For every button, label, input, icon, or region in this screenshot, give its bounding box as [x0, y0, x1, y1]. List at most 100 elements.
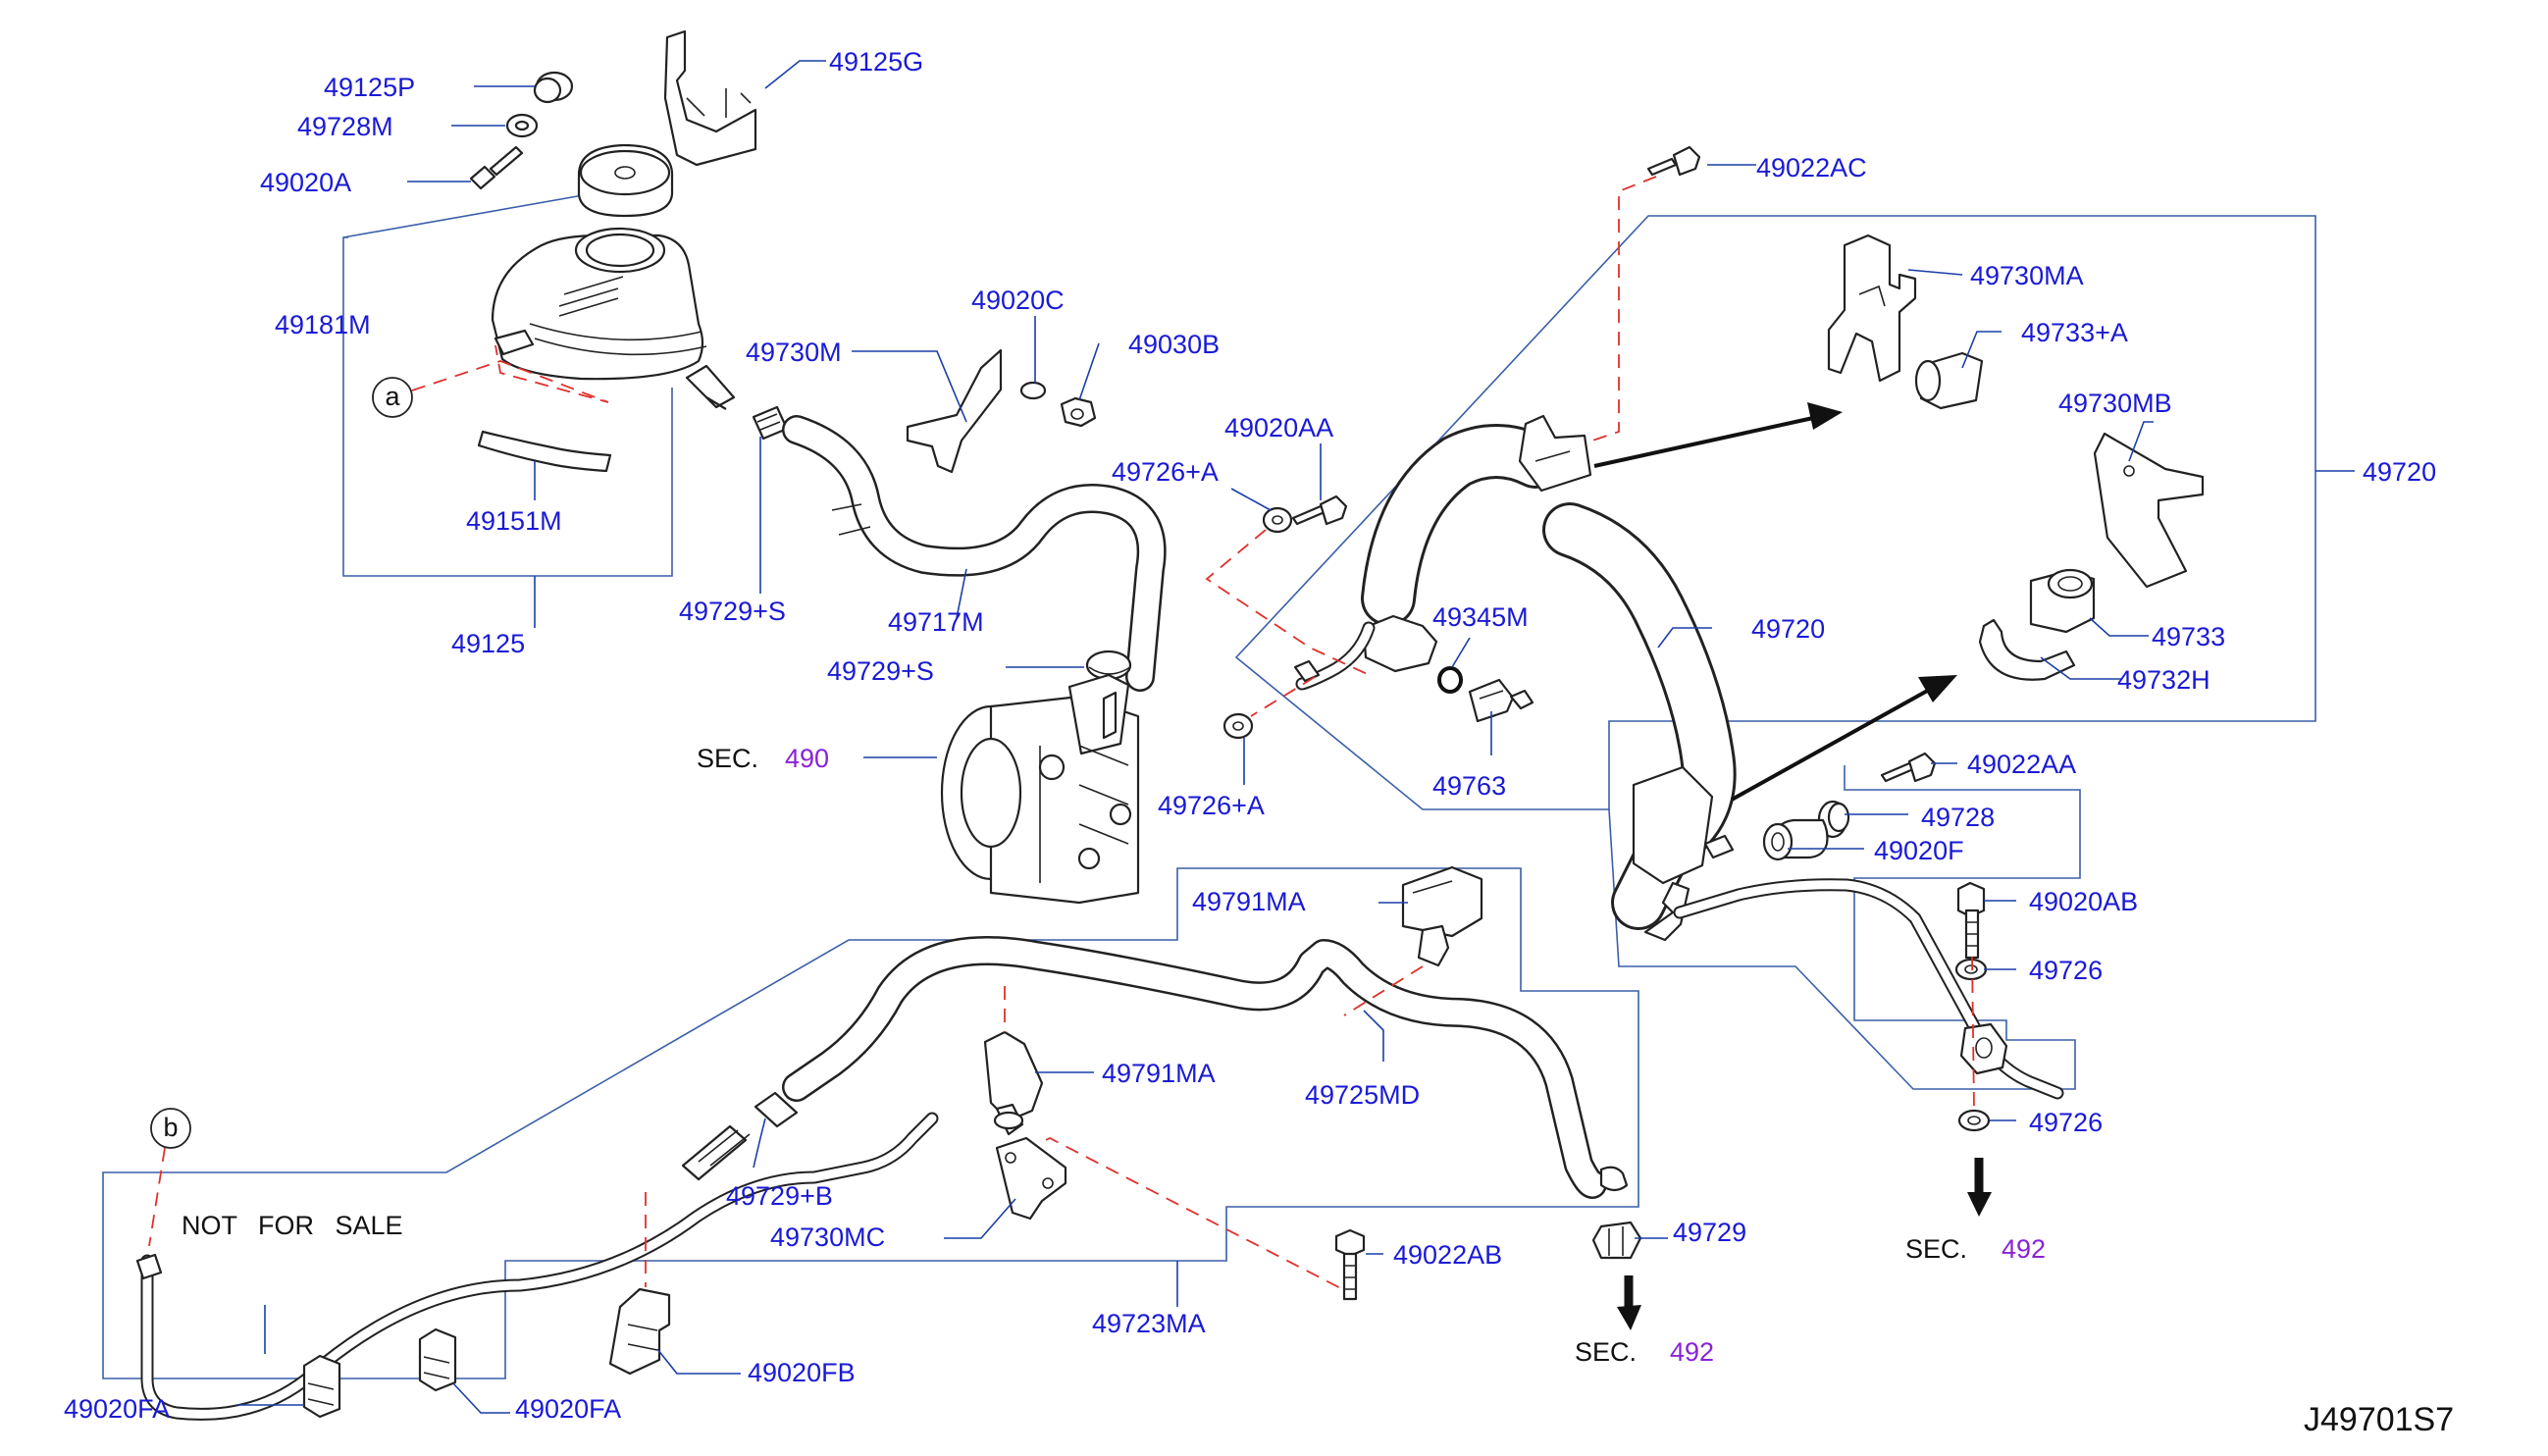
- label-49345M: 49345M: [1432, 602, 1529, 632]
- label-49791MA-top: 49791MA: [1192, 887, 1306, 916]
- bolt-49022AA: [1880, 752, 1937, 783]
- reservoir-group: a: [372, 29, 1167, 905]
- label-49730MC: 49730MC: [770, 1222, 885, 1252]
- label-49723MA: 49723MA: [1092, 1309, 1206, 1338]
- label-49729S-pump: 49729+S: [827, 656, 934, 686]
- direction-arrows: [1593, 402, 1992, 1330]
- label-49720-right: 49720: [2363, 457, 2436, 487]
- bracket-49730MA: [1827, 234, 1917, 383]
- nut-49030B: [1060, 396, 1097, 428]
- label-49125G: 49125G: [829, 47, 923, 77]
- label-49732H: 49732H: [2117, 665, 2210, 695]
- clamp-49729S-upper: [752, 405, 789, 441]
- bolt-49020AB: [1956, 881, 1986, 960]
- label-49720-hose: 49720: [1751, 614, 1825, 644]
- label-49020AB: 49020AB: [2029, 887, 2138, 916]
- washer-49726-lower: [1957, 1109, 1991, 1132]
- section-gear-top-prefix: SEC.: [1905, 1234, 1967, 1264]
- label-49728M: 49728M: [297, 112, 393, 141]
- label-49726-lower: 49726: [2029, 1108, 2103, 1137]
- label-49730MB: 49730MB: [2058, 389, 2172, 418]
- label-49151M: 49151M: [466, 506, 562, 536]
- label-49717M: 49717M: [888, 607, 984, 637]
- frame-49720-lower: [1608, 765, 2081, 1090]
- label-49020FA-left: 49020FA: [64, 1394, 170, 1424]
- section-pump-prefix: SEC.: [697, 744, 758, 773]
- label-49725MD: 49725MD: [1305, 1080, 1420, 1110]
- section-references: SEC. 490 SEC. 492 SEC. 492: [697, 744, 2046, 1367]
- bushing-49733A: [1914, 351, 1984, 410]
- label-49022AB: 49022AB: [1393, 1240, 1502, 1270]
- label-49733A: 49733+A: [2021, 318, 2128, 347]
- callout-a-text: a: [385, 382, 400, 411]
- pressure-pipe: [1673, 878, 2064, 1100]
- label-49020FA-right: 49020FA: [515, 1394, 621, 1424]
- bolt-49020AA: [1291, 494, 1348, 526]
- label-49729: 49729: [1673, 1218, 1746, 1247]
- bracket-49730MB: [2093, 432, 2205, 589]
- leader-lines: [237, 60, 2355, 1414]
- clamp-49729S-pump: [1085, 650, 1132, 681]
- label-49020C: 49020C: [971, 286, 1065, 315]
- power-steering-pump: [940, 673, 1140, 905]
- bolt-49020A: [469, 145, 524, 190]
- bushing-49733: [2029, 568, 2096, 634]
- section-gear-top-number: 492: [2002, 1234, 2046, 1264]
- strap-49151M: [477, 430, 612, 473]
- label-49728: 49728: [1921, 803, 1995, 832]
- label-49791MA-mid: 49791MA: [1102, 1059, 1216, 1088]
- pressure-switch-49763: [1468, 678, 1534, 723]
- label-49733: 49733: [2152, 622, 2225, 651]
- label-49020F: 49020F: [1874, 836, 1964, 865]
- diagram-code: J49701S7: [2304, 1401, 2454, 1438]
- bracket-49730M: [906, 348, 1003, 474]
- label-49030B: 49030B: [1128, 330, 1220, 359]
- section-gear-bottom-prefix: SEC.: [1575, 1337, 1637, 1367]
- sleeve-49020F: [1762, 818, 1829, 861]
- bolt-49022AC: [1646, 145, 1701, 177]
- label-49763: 49763: [1432, 771, 1506, 801]
- suction-hose-49717M: [782, 415, 1167, 692]
- washer-49728M: [505, 113, 539, 138]
- label-49726A-lower: 49726+A: [1158, 791, 1265, 820]
- oring-49345M: [1437, 666, 1463, 694]
- callout-b: b: [150, 1108, 191, 1149]
- label-49020A: 49020A: [260, 168, 351, 197]
- label-49181M: 49181M: [275, 310, 371, 339]
- hose-bracket-top: [1518, 414, 1592, 493]
- clip-49791MA-mid: [983, 1030, 1044, 1136]
- return-hose-group: b: [135, 865, 1642, 1421]
- washer-49726A-lower: [1222, 712, 1254, 740]
- section-pump-number: 490: [785, 744, 829, 773]
- clamp-49729B: [754, 1091, 799, 1128]
- bracket-49730MC: [995, 1136, 1067, 1221]
- label-49730MA: 49730MA: [1970, 261, 2084, 290]
- label-49726-upper: 49726: [2029, 956, 2103, 985]
- washer-49726A-upper: [1262, 506, 1293, 534]
- section-gear-bottom-number: 492: [1670, 1337, 1714, 1367]
- clamp-49729: [1591, 1221, 1642, 1260]
- hose-lower-fitting: [1632, 765, 1735, 942]
- clip-49791MA-top: [1401, 865, 1483, 967]
- part-labels: 49125P 49728M 49020A 49125G 49181M 49151…: [64, 47, 2436, 1424]
- label-49020AA: 49020AA: [1224, 413, 1333, 442]
- label-49730M: 49730M: [746, 338, 842, 367]
- clip-49020FA-right: [418, 1327, 457, 1392]
- label-49726A-upper: 49726+A: [1112, 457, 1219, 487]
- callout-b-text: b: [163, 1113, 178, 1142]
- bolt-49022AB: [1334, 1228, 1366, 1301]
- label-49125: 49125: [451, 629, 525, 658]
- label-49729B: 49729+B: [726, 1181, 833, 1211]
- clip-49020FA-left: [302, 1354, 341, 1419]
- frame-49723MA: [102, 867, 1639, 1379]
- label-49729S-upper: 49729+S: [679, 597, 786, 626]
- clip-49020FB: [608, 1287, 671, 1376]
- reservoir-cap: [577, 143, 674, 218]
- washer-49020C: [1019, 381, 1047, 400]
- bracket-49125G: [663, 29, 757, 167]
- reservoir-tank-49181M: [491, 227, 736, 410]
- label-49020FB: 49020FB: [748, 1358, 856, 1387]
- washer-49726-upper: [1954, 958, 1988, 981]
- grommet-49125P: [533, 71, 574, 104]
